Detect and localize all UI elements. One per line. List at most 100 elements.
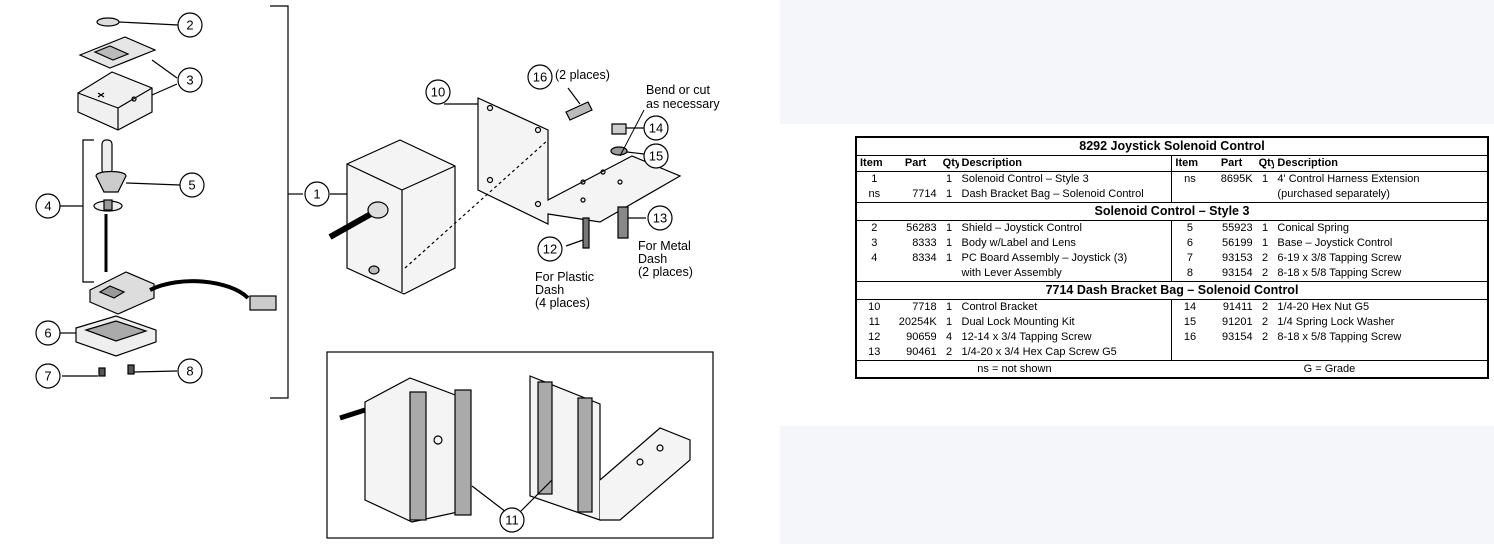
cell-left-description: Dual Lock Mounting Kit bbox=[958, 315, 1173, 330]
cell-right-description: 1/4 Spring Lock Washer bbox=[1277, 316, 1395, 328]
header-item-right: Item bbox=[1171, 155, 1208, 172]
header-description-right: Description bbox=[1274, 155, 1488, 172]
header-qty-left: Qty bbox=[939, 155, 959, 172]
footer-grade-note: G = Grade bbox=[1171, 360, 1488, 378]
callout-7-label: 7 bbox=[44, 369, 51, 384]
body-part bbox=[77, 36, 178, 131]
cell-right-description: 8-18 x 5/8 Tapping Screw bbox=[1277, 331, 1402, 343]
callout-14-label: 14 bbox=[649, 121, 663, 136]
note-plastic-line3: (4 places) bbox=[535, 296, 590, 310]
background-panel-bottom bbox=[780, 426, 1494, 544]
cell-right-description: 6-19 x 3/8 Tapping Screw bbox=[1277, 252, 1402, 264]
base-part bbox=[60, 315, 157, 357]
note-bend-line1: Bend or cut bbox=[646, 83, 710, 97]
cell-right-item bbox=[1172, 345, 1208, 361]
solenoid-control-part bbox=[328, 139, 456, 295]
callout-1 bbox=[304, 181, 330, 207]
cell-left-part: 90461 bbox=[906, 346, 937, 358]
note-plastic-line2: Dash bbox=[535, 283, 564, 297]
cell-right-part: 8695K bbox=[1220, 173, 1253, 185]
table-header-row: Item Part Qty Description Item Part Qty … bbox=[856, 155, 1488, 172]
cell-left-item: 4 bbox=[871, 252, 878, 264]
callout-11-label: 11 bbox=[505, 513, 519, 528]
cell-right-qty bbox=[1256, 187, 1275, 203]
cell-right-part: 56199 bbox=[1222, 237, 1253, 249]
cell-left-qty: 1 bbox=[946, 252, 953, 264]
header-part-right: Part bbox=[1207, 155, 1256, 172]
cell-left-part: 90659 bbox=[906, 331, 937, 343]
header-part-left: Part bbox=[891, 155, 940, 172]
cell-left-item bbox=[856, 266, 892, 282]
cell-right-part: 91411 bbox=[1222, 301, 1253, 313]
callout-16 bbox=[527, 64, 553, 90]
note-plastic-line1: For Plastic bbox=[535, 270, 594, 284]
cell-left-description: Dash Bracket Bag – Solenoid Control bbox=[958, 187, 1173, 203]
cell-left-item: 13 bbox=[868, 346, 881, 358]
cell-left-description: 1/4-20 x 3/4 Hex Cap Screw G5 bbox=[958, 345, 1173, 361]
callout-8-label: 8 bbox=[186, 364, 193, 379]
cell-right-description: (purchased separately) bbox=[1277, 188, 1390, 200]
callout-8 bbox=[177, 358, 203, 384]
cell-right-item: 15 bbox=[1183, 316, 1197, 328]
cell-left-description: Shield – Joystick Control bbox=[958, 220, 1173, 236]
callout-15-label: 15 bbox=[649, 149, 663, 164]
cell-left-item: 11 bbox=[868, 316, 880, 328]
cell-right-part: 91201 bbox=[1222, 316, 1253, 328]
callout-12-label: 12 bbox=[543, 242, 557, 257]
cell-right-part: 93154 bbox=[1222, 267, 1253, 279]
dual-lock-inset-box bbox=[326, 351, 714, 539]
cell-left-part: 7718 bbox=[912, 301, 937, 313]
cell-right-part bbox=[1207, 345, 1255, 361]
callout-3-label: 3 bbox=[186, 73, 193, 88]
cell-right-item: 8 bbox=[1186, 267, 1194, 279]
callout-13-label: 13 bbox=[653, 211, 667, 226]
cell-left-description: with Lever Assembly bbox=[958, 266, 1173, 282]
cell-right-part: 93153 bbox=[1222, 252, 1253, 264]
cell-right-part: 93154 bbox=[1222, 331, 1253, 343]
cell-left-description: PC Board Assembly – Joystick (3) bbox=[958, 251, 1173, 266]
cell-left-qty: 1 bbox=[946, 222, 953, 234]
cell-right-qty: 2 bbox=[1261, 252, 1269, 264]
section-title-solenoid-control: Solenoid Control – Style 3 bbox=[856, 202, 1488, 221]
cell-right-item: ns bbox=[1184, 173, 1196, 185]
cell-right-item: 6 bbox=[1186, 237, 1194, 249]
cell-right-description: 4' Control Harness Extension bbox=[1277, 173, 1420, 185]
callout-7 bbox=[35, 363, 61, 389]
cell-right-item: 7 bbox=[1186, 252, 1194, 264]
callout-2 bbox=[177, 12, 203, 38]
cell-right-item: 16 bbox=[1183, 331, 1197, 343]
cell-left-part bbox=[892, 266, 940, 282]
cell-right-qty: 2 bbox=[1261, 316, 1269, 328]
cell-left-qty: 1 bbox=[946, 173, 953, 185]
cell-left-part: 20254K bbox=[898, 316, 937, 328]
dual-lock-inset-parts bbox=[339, 375, 691, 523]
cell-left-description: Control Bracket bbox=[958, 299, 1173, 315]
callout-2-label: 2 bbox=[186, 18, 193, 33]
cell-right-part: 55923 bbox=[1222, 222, 1253, 234]
cell-right-qty: 1 bbox=[1261, 237, 1269, 249]
cell-left-part: 56283 bbox=[906, 222, 937, 234]
section-title-dash-bracket-bag: 7714 Dash Bracket Bag – Solenoid Control bbox=[856, 281, 1488, 300]
cell-right-description bbox=[1274, 345, 1488, 361]
callout-1-label: 1 bbox=[313, 187, 320, 202]
cell-left-part: 7714 bbox=[912, 188, 937, 200]
exploded-parts-diagram: 2 3 4 5 6 7 8 1 10 16 14 15 13 12 11 (2 … bbox=[35, 5, 720, 539]
cell-right-description: Conical Spring bbox=[1277, 222, 1349, 234]
cell-left-part: 8333 bbox=[912, 237, 937, 249]
group-bracket bbox=[270, 5, 289, 399]
cell-left-qty bbox=[940, 266, 959, 282]
cell-right-qty: 2 bbox=[1261, 331, 1269, 343]
callout-15 bbox=[643, 143, 669, 169]
header-qty-right: Qty bbox=[1255, 155, 1275, 172]
callout-3 bbox=[177, 67, 203, 93]
item4-bracket bbox=[82, 139, 94, 283]
cell-left-item: ns bbox=[868, 188, 881, 200]
parts-list-table-container: 8292 Joystick Solenoid Control Item Part… bbox=[855, 136, 1489, 379]
callout-6 bbox=[35, 320, 61, 346]
